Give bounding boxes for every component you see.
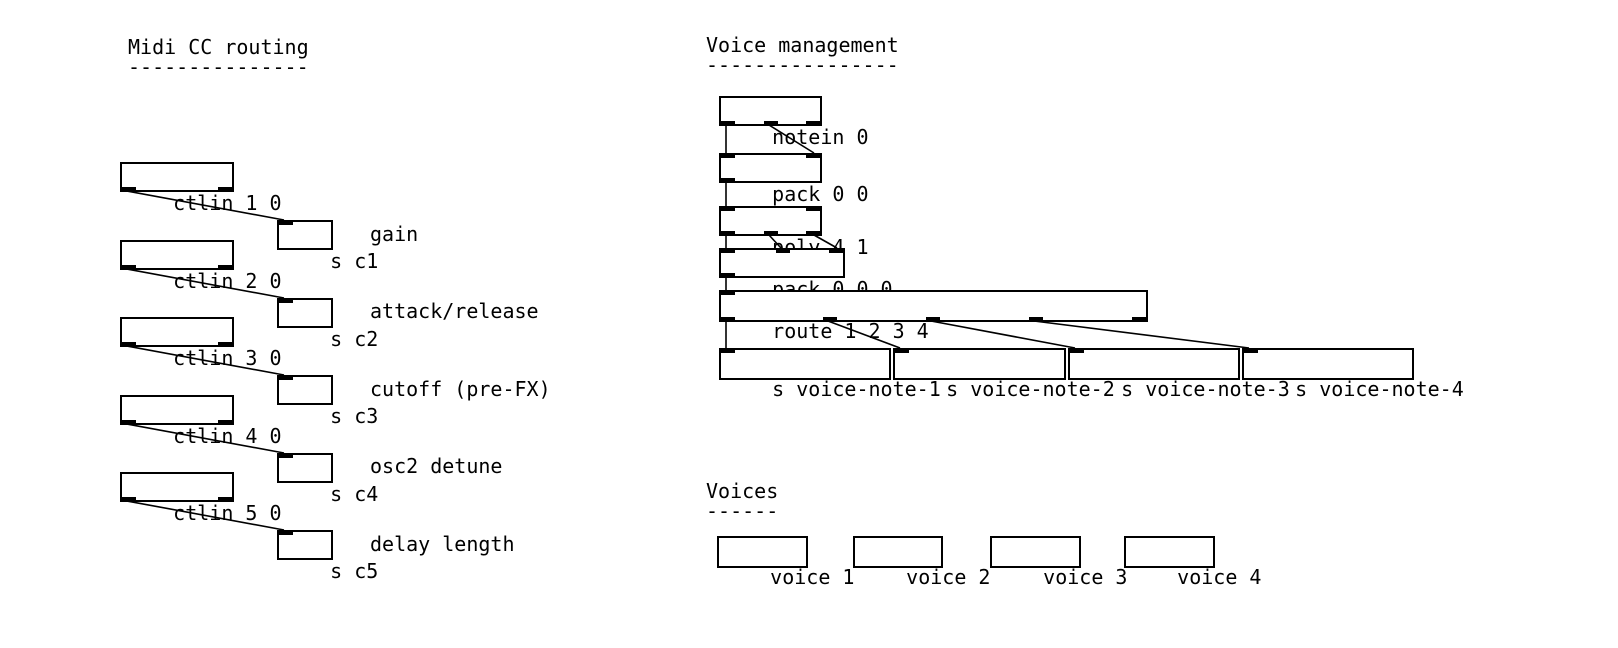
outlet[interactable]: [1132, 317, 1146, 322]
inlet[interactable]: [279, 530, 293, 535]
outlet[interactable]: [122, 420, 136, 425]
outlet[interactable]: [823, 317, 837, 322]
inlet[interactable]: [279, 453, 293, 458]
send-c3-text: s c3: [330, 404, 379, 428]
send-c3-object[interactable]: s c3: [277, 375, 378, 428]
pack-2-object[interactable]: pack 0 0: [719, 153, 869, 206]
voice-management-title: Voice management: [706, 33, 899, 57]
inlet[interactable]: [776, 248, 790, 253]
route-text: route 1 2 3 4: [772, 319, 929, 343]
route-object[interactable]: route 1 2 3 4: [719, 290, 1148, 343]
outlet[interactable]: [122, 497, 136, 502]
outlet[interactable]: [926, 317, 940, 322]
notein-text: notein 0: [772, 125, 869, 149]
send-c1-text: s c1: [330, 249, 379, 273]
inlet[interactable]: [829, 248, 843, 253]
inlet[interactable]: [721, 248, 735, 253]
outlet[interactable]: [218, 420, 232, 425]
voice-2-object[interactable]: voice 2: [853, 536, 990, 589]
inlet[interactable]: [279, 220, 293, 225]
ctlin-2-object[interactable]: ctlin 2 0: [120, 240, 282, 293]
outlet[interactable]: [1029, 317, 1043, 322]
ctlin-3-text: ctlin 3 0: [173, 346, 282, 370]
send-c1-object[interactable]: s c1: [277, 220, 378, 273]
voice-1-object[interactable]: voice 1: [717, 536, 854, 589]
voice-4-text: voice 4: [1177, 565, 1262, 589]
outlet[interactable]: [806, 231, 820, 236]
outlet[interactable]: [122, 187, 136, 192]
notein-object[interactable]: notein 0: [719, 96, 869, 149]
label-gain: gain: [370, 222, 419, 246]
outlet[interactable]: [218, 342, 232, 347]
inlet[interactable]: [895, 348, 909, 353]
outlet[interactable]: [721, 178, 735, 183]
send-c5-text: s c5: [330, 559, 379, 583]
label-attack-release: attack/release: [370, 299, 539, 323]
outlet[interactable]: [806, 121, 820, 126]
label-cutoff: cutoff (pre-FX): [370, 377, 551, 401]
label-osc2-detune: osc2 detune: [370, 454, 503, 478]
send-c4-text: s c4: [330, 482, 379, 506]
inlet[interactable]: [721, 290, 735, 295]
pack-2-text: pack 0 0: [772, 182, 869, 206]
outlet[interactable]: [721, 231, 735, 236]
outlet[interactable]: [122, 342, 136, 347]
outlet[interactable]: [721, 317, 735, 322]
outlet[interactable]: [218, 265, 232, 270]
outlet[interactable]: [218, 497, 232, 502]
voices-title: Voices: [706, 479, 778, 503]
voice-3-text: voice 3: [1043, 565, 1128, 589]
ctlin-1-text: ctlin 1 0: [173, 191, 282, 215]
outlet[interactable]: [218, 187, 232, 192]
ctlin-1-object[interactable]: ctlin 1 0: [120, 162, 282, 215]
inlet[interactable]: [279, 375, 293, 380]
cord-route-4-to-voice-note-4[interactable]: [1033, 320, 1250, 349]
inlet[interactable]: [1244, 348, 1258, 353]
inlet[interactable]: [806, 153, 820, 158]
voice-3-object[interactable]: voice 3: [990, 536, 1127, 589]
send-voice-note-2-text: s voice-note-2: [946, 377, 1115, 401]
voice-2-text: voice 2: [906, 565, 991, 589]
midi-cc-routing-underline: ---------------: [128, 55, 309, 79]
ctlin-3-object[interactable]: ctlin 3 0: [120, 317, 282, 370]
ctlin-5-text: ctlin 5 0: [173, 501, 282, 525]
send-c4-object[interactable]: s c4: [277, 453, 378, 506]
ctlin-4-object[interactable]: ctlin 4 0: [120, 395, 282, 448]
send-voice-note-2-object[interactable]: s voice-note-2: [893, 348, 1115, 401]
send-c2-object[interactable]: s c2: [277, 298, 378, 351]
voices-underline: ------: [706, 499, 778, 523]
voice-1-text: voice 1: [770, 565, 855, 589]
inlet[interactable]: [279, 298, 293, 303]
midi-cc-routing-title: Midi CC routing: [128, 35, 309, 59]
voice-management-underline: ----------------: [706, 53, 899, 77]
cord-route-3-to-voice-note-3[interactable]: [930, 320, 1076, 349]
send-voice-note-3-text: s voice-note-3: [1121, 377, 1290, 401]
send-voice-note-4-object[interactable]: s voice-note-4: [1242, 348, 1464, 401]
label-delay-length: delay length: [370, 532, 515, 556]
pack-3-object[interactable]: pack 0 0 0: [719, 248, 893, 301]
ctlin-4-text: ctlin 4 0: [173, 424, 282, 448]
inlet[interactable]: [721, 153, 735, 158]
inlet[interactable]: [1070, 348, 1084, 353]
send-voice-note-1-object[interactable]: s voice-note-1: [719, 348, 941, 401]
outlet[interactable]: [764, 231, 778, 236]
send-c5-object[interactable]: s c5: [277, 530, 378, 583]
send-voice-note-4-text: s voice-note-4: [1295, 377, 1464, 401]
send-voice-note-3-object[interactable]: s voice-note-3: [1068, 348, 1290, 401]
inlet[interactable]: [721, 206, 735, 211]
send-c2-text: s c2: [330, 327, 379, 351]
outlet[interactable]: [721, 121, 735, 126]
inlet[interactable]: [806, 206, 820, 211]
ctlin-2-text: ctlin 2 0: [173, 269, 282, 293]
send-voice-note-1-text: s voice-note-1: [772, 377, 941, 401]
ctlin-5-object[interactable]: ctlin 5 0: [120, 472, 282, 525]
poly-object[interactable]: poly 4 1: [719, 206, 869, 259]
outlet[interactable]: [764, 121, 778, 126]
outlet[interactable]: [721, 273, 735, 278]
inlet[interactable]: [721, 348, 735, 353]
voice-4-object[interactable]: voice 4: [1124, 536, 1261, 589]
outlet[interactable]: [122, 265, 136, 270]
